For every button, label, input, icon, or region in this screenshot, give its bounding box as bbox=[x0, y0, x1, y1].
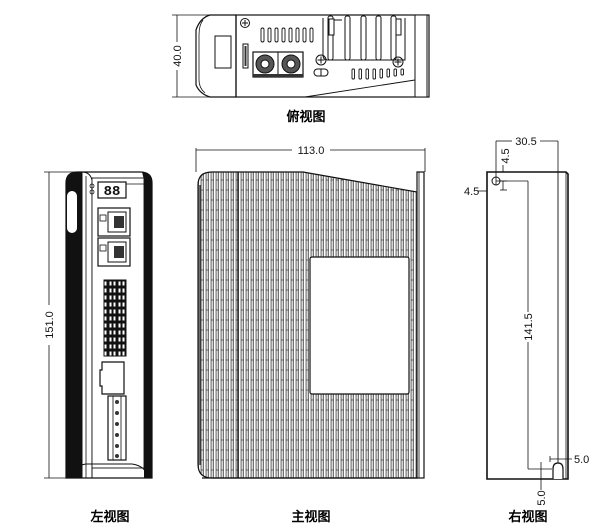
dim-right-slot-right: 5.0 bbox=[549, 454, 589, 466]
dim-top-depth: 40.0 bbox=[172, 14, 236, 98]
dim-label-5-0-bottom: 5.0 bbox=[536, 490, 548, 505]
rotary-switches bbox=[252, 51, 304, 78]
mounting-slot bbox=[552, 462, 564, 479]
caption-left-view: 左视图 bbox=[90, 509, 129, 525]
heatsink-fins bbox=[322, 14, 428, 98]
caption-right-view: 右视图 bbox=[507, 509, 547, 525]
dim-right-hole-left: 4.5 bbox=[464, 186, 487, 198]
screw-icon bbox=[392, 56, 404, 68]
dim-label-141-5: 141.5 bbox=[523, 313, 535, 341]
dim-label-151: 151.0 bbox=[44, 311, 56, 339]
caption-front-view: 主视图 bbox=[291, 509, 330, 525]
dim-label-4-5-top: 4.5 bbox=[500, 148, 512, 163]
io-terminal-block bbox=[103, 279, 127, 357]
display-digits: 88 bbox=[104, 184, 121, 200]
nameplate bbox=[309, 256, 410, 395]
dim-front-width: 113.0 bbox=[195, 145, 426, 172]
screw-icon bbox=[240, 18, 250, 28]
dim-label-5-0-right: 5.0 bbox=[574, 454, 589, 466]
dim-right-hole-spacing: 30.5 bbox=[495, 136, 559, 185]
dim-label-4-5-left: 4.5 bbox=[464, 186, 479, 198]
dim-right-hole-vertical: 141.5 bbox=[496, 180, 552, 470]
vent-slots bbox=[260, 27, 314, 43]
dim-label-40: 40.0 bbox=[172, 45, 184, 66]
dim-right-slot-bottom: 5.0 bbox=[536, 462, 548, 506]
top-view: 40.0 bbox=[172, 14, 430, 125]
caption-top-view: 俯视图 bbox=[286, 109, 325, 125]
rj45-port-1 bbox=[97, 207, 131, 237]
power-connector bbox=[99, 361, 125, 395]
dim-label-30-5: 30.5 bbox=[515, 136, 536, 148]
right-view: 30.5 4.5 4.5 141.5 5.0 bbox=[464, 136, 589, 525]
dim-right-hole-top: 4.5 bbox=[500, 148, 512, 191]
left-view: 151.0 88 bbox=[44, 171, 153, 525]
screw-icon bbox=[315, 54, 327, 66]
motor-terminal-block bbox=[107, 395, 127, 461]
seven-segment-display: 88 bbox=[97, 181, 144, 200]
rj45-port-2 bbox=[97, 237, 131, 267]
front-view: 113.0 主视图 bbox=[195, 145, 426, 525]
dim-label-113: 113.0 bbox=[298, 145, 325, 157]
